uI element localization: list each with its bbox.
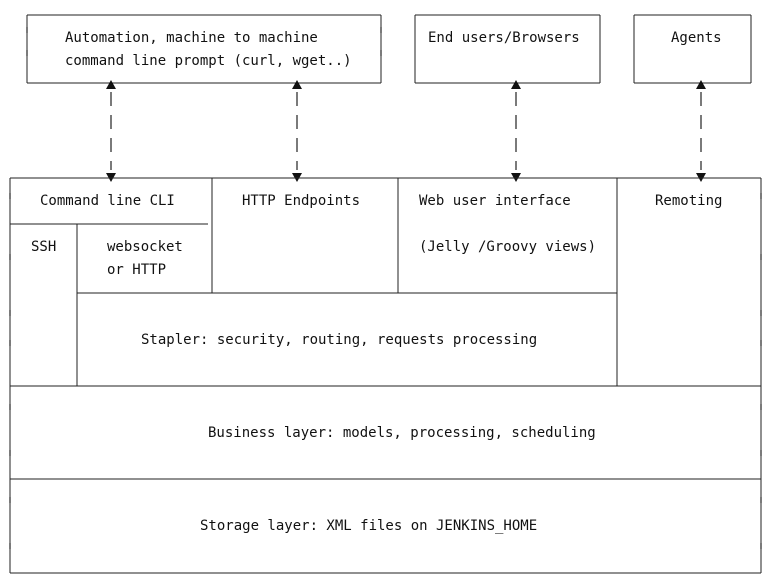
agents-client-label: Agents [671,30,722,46]
connector-browsers-webui [511,80,521,182]
automation-client-box: Automation, machine to machine command l… [26,14,382,84]
connector-automation-http [292,80,302,182]
connector-agents-remoting [696,80,706,182]
automation-client-line2: command line prompt (curl, wget..) [65,53,352,69]
arrow-up-head [106,80,116,89]
arrow-up-head [511,80,521,89]
browsers-client-label: End users/Browsers [428,30,580,46]
arrow-up-head [292,80,302,89]
websocket-label-line1: websocket [107,239,183,255]
remoting-label: Remoting [655,193,722,209]
connector-automation-cli [106,80,116,182]
cli-label: Command line CLI [40,193,175,209]
storage-layer-label: Storage layer: XML files on JENKINS_HOME [200,518,537,534]
http-endpoints-label: HTTP Endpoints [242,193,360,209]
stapler-layer-label: Stapler: security, routing, requests pro… [141,332,537,348]
arrow-up-head [696,80,706,89]
ssh-label: SSH [31,239,56,255]
architecture-frame [9,177,762,574]
web-ui-label: Web user interface [419,193,571,209]
business-layer-label: Business layer: models, processing, sche… [208,425,596,441]
web-ui-sublabel: (Jelly /Groovy views) [419,239,596,255]
browsers-client-box: End users/Browsers [414,14,601,84]
agents-client-box: Agents [633,14,752,84]
websocket-label-line2: or HTTP [107,262,166,278]
automation-client-line1: Automation, machine to machine [65,30,318,46]
